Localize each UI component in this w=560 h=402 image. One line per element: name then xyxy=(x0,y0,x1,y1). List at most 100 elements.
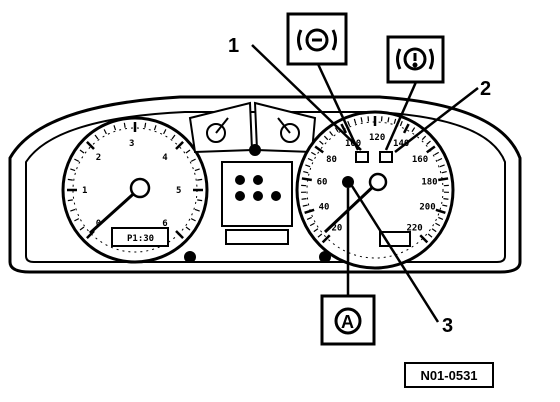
speedometer-tick xyxy=(323,135,329,141)
tachometer-tick xyxy=(123,122,126,128)
callout-2-icon-box xyxy=(386,35,445,84)
speedometer-tick xyxy=(435,222,441,227)
speedometer-tick xyxy=(399,120,403,127)
speedometer-tick-label: 220 xyxy=(406,223,422,233)
speedometer-tick xyxy=(426,145,436,154)
speedometer-tick xyxy=(427,233,433,238)
tachometer-display xyxy=(111,227,169,247)
center-small-gauges xyxy=(188,101,317,156)
speedometer-tick xyxy=(435,208,446,215)
tachometer-tick xyxy=(153,125,157,131)
speedometer-tick xyxy=(334,127,339,133)
speedometer-tick xyxy=(387,117,390,123)
tachometer-tick xyxy=(197,178,203,181)
tachometer-tick xyxy=(185,226,191,231)
tachometer-hub xyxy=(129,177,151,199)
speedometer-tick xyxy=(437,157,443,162)
tachometer-tick-label: 1 xyxy=(82,186,87,196)
speedometer-tick xyxy=(313,228,319,233)
speedometer-tick xyxy=(443,198,449,200)
speedometer-tick xyxy=(329,131,334,136)
speedometer-tick xyxy=(321,234,331,244)
speedometer-tick xyxy=(439,164,445,168)
tachometer-tick xyxy=(79,226,85,231)
speedometer-tick xyxy=(310,151,316,156)
speedometer-tick xyxy=(309,222,315,227)
cluster-housing xyxy=(8,95,522,274)
tachometer-gauge: 0123456 P1:30 xyxy=(61,116,209,264)
tachometer-tick xyxy=(190,158,196,162)
speedometer-tick xyxy=(402,123,410,134)
tachometer-tick xyxy=(190,218,196,222)
tachometer-ticks: 0123456 xyxy=(67,122,203,239)
tachometer-tick xyxy=(67,178,73,181)
tachometer-tick-label: 6 xyxy=(162,219,167,229)
tachometer-tick xyxy=(171,134,176,140)
leader-lines xyxy=(251,44,479,323)
callout-number-1: 1 xyxy=(228,35,239,57)
tachometer-needle xyxy=(88,186,142,235)
reference-code-label: N01-0531 xyxy=(404,362,494,388)
abs-warning-icon: A xyxy=(334,307,362,335)
speedometer-tick xyxy=(314,145,324,154)
tachometer-tick-label: 3 xyxy=(129,139,134,149)
speedometer-tick xyxy=(305,164,311,168)
tachometer-tick xyxy=(70,208,76,212)
tachometer-tick-label: 2 xyxy=(96,153,101,163)
speedometer-tick xyxy=(431,228,437,233)
brake-system-warning-icon xyxy=(396,47,434,71)
tachometer-tick xyxy=(144,122,147,128)
speedometer-tick xyxy=(340,123,348,134)
speedometer-tick xyxy=(360,117,363,123)
center-warning-panel xyxy=(184,161,331,263)
speedometer-tick-label: 180 xyxy=(421,178,437,188)
callout-number-3: 3 xyxy=(442,315,453,337)
speedometer-tick xyxy=(301,177,312,182)
tachometer-tick xyxy=(70,168,76,172)
speedometer-tick xyxy=(317,233,323,238)
tachometer-tick xyxy=(163,129,167,135)
speedometer-tick xyxy=(438,216,444,220)
speedometer-tick-label: 140 xyxy=(393,139,409,149)
speedometer-tick xyxy=(393,118,397,124)
callout-1-icon-box xyxy=(286,12,348,66)
speedometer-tick xyxy=(353,118,357,124)
speedometer-tick xyxy=(307,157,313,162)
speedometer-tick xyxy=(421,135,427,141)
speedometer-tick-label: 80 xyxy=(326,155,337,165)
speedometer-tick xyxy=(441,171,447,174)
tachometer-tick xyxy=(175,230,184,239)
speedometer-tick xyxy=(302,204,308,207)
speedometer-tick-label: 160 xyxy=(412,155,428,165)
callout-3-icon-box: A xyxy=(320,294,376,346)
tachometer-tick xyxy=(67,199,73,202)
abs-lamp xyxy=(342,176,354,188)
speedometer-tick xyxy=(438,177,449,182)
tachometer-tick xyxy=(194,168,200,172)
speedometer-tick xyxy=(301,198,307,200)
tachometer-tick-label: 4 xyxy=(162,153,168,163)
speedometer-tick-label: 20 xyxy=(332,223,343,233)
speedometer-tick-label: 200 xyxy=(419,202,435,212)
brake-pad-lamp xyxy=(355,151,369,163)
speedometer-tick-label: 60 xyxy=(317,178,328,188)
tachometer-tick xyxy=(185,149,191,154)
tachometer-tick xyxy=(194,208,200,212)
speedometer-tick xyxy=(411,127,416,133)
speedometer-tick xyxy=(434,151,440,156)
tachometer-tick xyxy=(94,134,99,140)
tachometer-tick xyxy=(74,158,80,162)
brake-system-lamp xyxy=(379,151,393,163)
brake-pad-warning-icon xyxy=(297,28,337,52)
tachometer-tick xyxy=(113,125,117,131)
speedometer-tick xyxy=(306,216,312,220)
speedometer-tick xyxy=(347,120,351,127)
speedometer-hub xyxy=(368,172,388,192)
tachometer-tick xyxy=(86,141,95,150)
callout-number-2: 2 xyxy=(480,78,491,100)
tachometer-tick xyxy=(79,149,85,154)
tachometer-tick xyxy=(197,199,203,202)
speedometer-tick xyxy=(303,171,309,174)
